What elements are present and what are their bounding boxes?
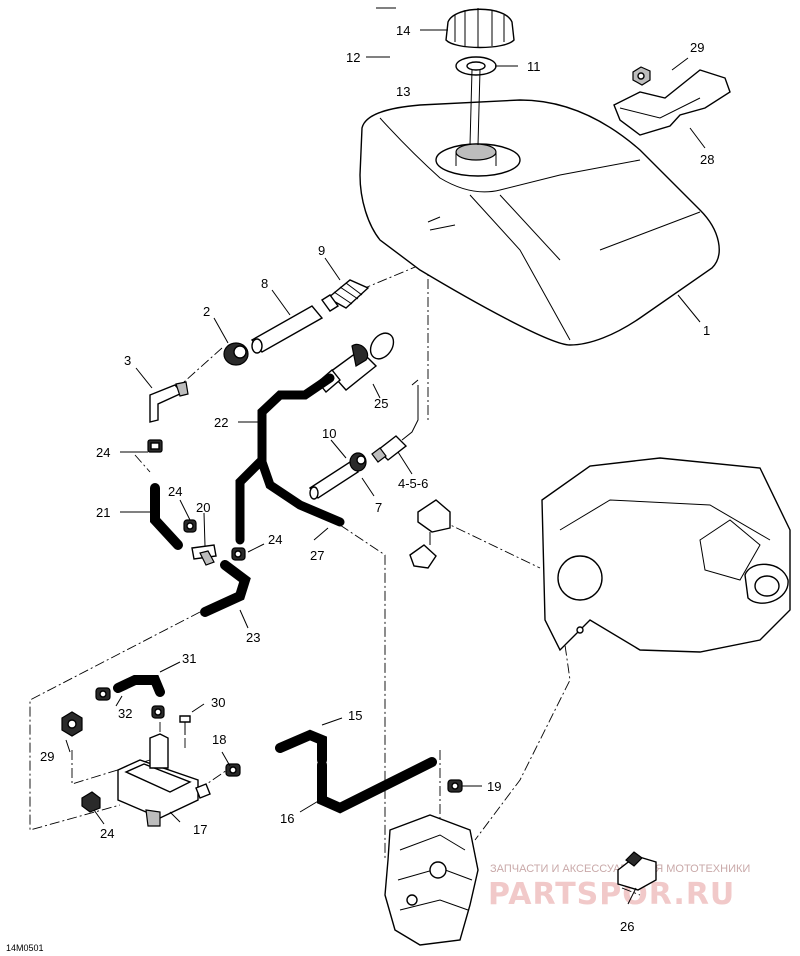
fuel-pump [117,733,211,827]
callout-22: 22 [214,415,228,430]
hose-15 [275,729,327,765]
callout-26: 26 [620,919,634,934]
hose-22 [235,373,335,545]
callout-1: 1 [703,323,710,338]
leader-lines [65,7,706,905]
hose-10 [308,461,360,500]
spring-16 [317,757,437,814]
hose-23 [200,560,251,617]
fitting-4-5-6 [371,379,419,463]
clamp-19 [447,779,463,793]
callout-25: 25 [374,396,388,411]
callout-24-upper: 24 [96,445,110,460]
callout-3: 3 [124,353,131,368]
screw-30 [179,715,191,735]
callout-27: 27 [310,548,324,563]
hose-8 [250,305,324,354]
watermark-logo-text: PARTSPOR.RU [488,877,735,912]
tee-fitting-20 [191,544,217,566]
clamp-24-lower [81,791,101,813]
filler-cap [445,8,515,49]
callout-13: 13 [396,84,410,99]
callout-11: 11 [527,59,541,74]
callout-29-upper: 29 [690,40,704,55]
clamp-24-right [231,547,246,561]
hose-31 [113,675,165,697]
callout-15: 15 [348,708,362,723]
callout-14: 14 [396,23,410,38]
callout-18: 18 [212,732,226,747]
callout-8: 8 [261,276,268,291]
callout-23: 23 [246,630,260,645]
nut-29-lower [61,711,83,737]
fuel-valve [320,279,370,312]
clamp-24-middle [183,519,197,533]
callout-16: 16 [280,811,294,826]
clamp-24-upper [147,439,163,453]
callout-4-5-6: 4-5-6 [398,476,428,491]
callout-17: 17 [193,822,207,837]
callout-7: 7 [375,500,382,515]
fuel-gauge-rod [469,69,481,146]
pulse-fitting [409,499,451,569]
callout-32: 32 [118,706,132,721]
figure-reference-code: 14M0501 [6,943,44,953]
callout-labels: 1 2 3 4-5-6 7 8 9 10 11 12 13 14 15 16 1… [40,23,714,934]
callout-10: 10 [322,426,336,441]
callout-12: 12 [346,50,360,65]
callout-29-lower: 29 [40,749,54,764]
callout-30: 30 [211,695,225,710]
callout-21: 21 [96,505,110,520]
callout-2: 2 [203,304,210,319]
cap-gasket [455,56,497,76]
callout-24-middle: 24 [168,484,182,499]
callout-19: 19 [487,779,501,794]
clamp-32-right [151,705,165,719]
watermark: ЗАПЧАСТИ И АКСЕССУАРЫ ДЛЯ МОТОТЕХНИКИ PA… [488,863,750,912]
fuel-tank [359,99,720,346]
callout-20: 20 [196,500,210,515]
grommet-7 [349,452,367,472]
callout-24-right: 24 [268,532,282,547]
callout-31: 31 [182,651,196,666]
hose-21 [150,483,183,550]
clamp-18 [225,763,241,777]
nut-29-top [632,66,651,86]
grommet-2 [223,342,249,366]
callout-9: 9 [318,243,325,258]
carburetor [384,814,479,946]
elbow-fitting-3 [149,381,189,423]
callout-28: 28 [700,152,714,167]
callout-24-lower: 24 [100,826,114,841]
clamp-32-left [95,687,111,701]
engine-crankcase [541,457,791,653]
hose-27 [257,457,345,527]
clip-26 [617,851,657,891]
tank-bracket [613,69,731,136]
